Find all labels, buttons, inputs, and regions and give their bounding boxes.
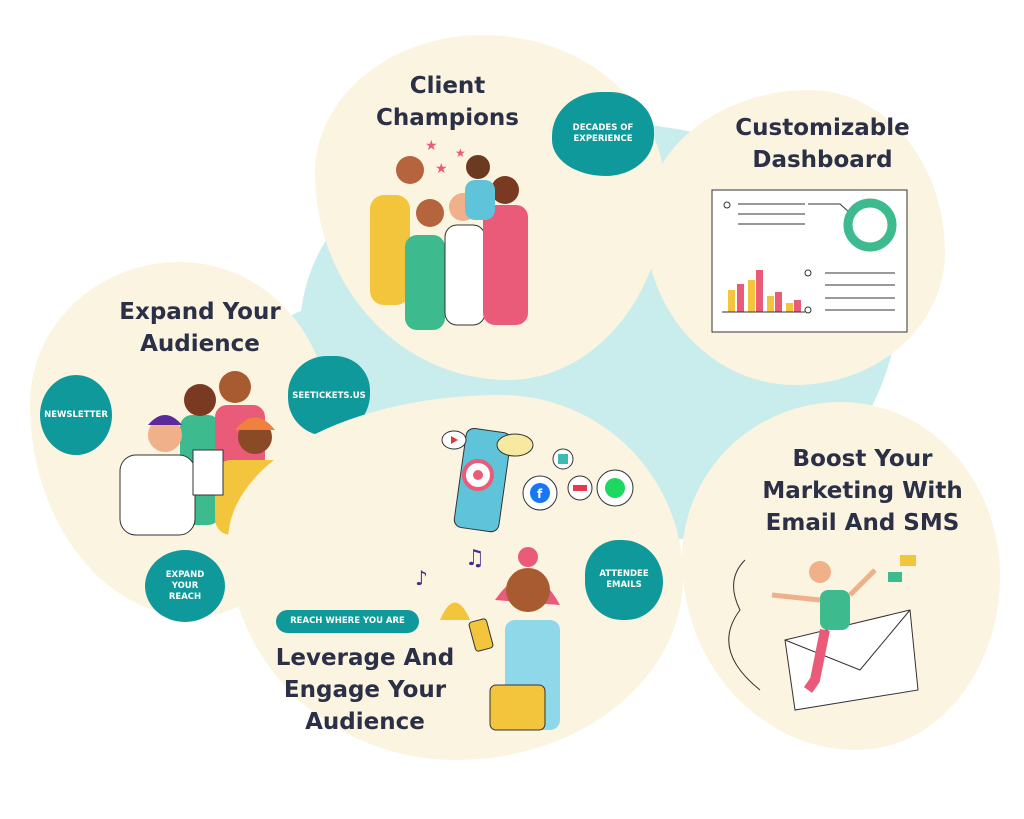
expand-your-reach-badge: EXPAND YOUR REACH (145, 550, 225, 622)
attendee-emails-badge: ATTENDEE EMAILS (585, 540, 663, 620)
badge-label: DECADES OF EXPERIENCE (572, 123, 634, 144)
decades-of-experience-badge: DECADES OF EXPERIENCE (552, 92, 654, 176)
mail-icon (888, 572, 902, 582)
envelope-icon (784, 609, 919, 711)
badge-label: SEETICKETS.US (292, 390, 366, 401)
spotify-icon (605, 478, 625, 498)
newsletter-badge: NEWSLETTER (40, 375, 112, 455)
woman-with-phone-illustration: ♫♪ (415, 546, 560, 731)
title-line: Engage Your (283, 677, 447, 703)
dashboard-illustration (711, 189, 908, 333)
title-line: Audience (305, 709, 425, 735)
star-icon: ★ (425, 138, 438, 154)
leverage-engage-title: Leverage And Engage Your Audience (265, 642, 465, 738)
bell-icon (440, 602, 470, 620)
client-champions-people-illustration: ★ ★ ★ (370, 138, 528, 330)
svg-text:f: f (537, 487, 543, 501)
badge-label: EXPAND YOUR REACH (165, 569, 205, 602)
client-champions-title: Client Champions (360, 70, 535, 134)
reach-where-you-are-badge: REACH WHERE YOU ARE (276, 610, 419, 633)
music-note-icon: ♫ (465, 546, 485, 571)
social-media-phone-illustration: f (441, 427, 634, 533)
badge-label: NEWSLETTER (44, 409, 108, 420)
title-line: Marketing With (762, 478, 963, 504)
boost-marketing-title: Boost Your Marketing With Email And SMS (745, 443, 980, 539)
expand-audience-title: Expand Your Audience (110, 296, 290, 360)
star-icon: ★ (455, 146, 466, 160)
title-line: Boost Your (792, 446, 933, 472)
star-icon: ★ (435, 161, 448, 177)
title-line: Expand Your (119, 299, 281, 325)
title-line: Client (409, 73, 486, 99)
youtube-icon (451, 436, 458, 444)
title-line: Champions (376, 105, 519, 131)
music-note-icon: ♪ (415, 566, 428, 590)
title-line: Audience (140, 331, 260, 357)
mail-icon (900, 555, 916, 566)
badge-label: REACH WHERE YOU ARE (290, 616, 405, 626)
title-line: Dashboard (752, 147, 893, 173)
bar-chart-icon (728, 270, 801, 312)
customizable-dashboard-title: Customizable Dashboard (710, 112, 935, 176)
badge-label: ATTENDEE EMAILS (599, 569, 649, 590)
title-line: Email And SMS (765, 510, 960, 536)
title-line: Leverage And (275, 645, 455, 671)
email-envelope-illustration (728, 555, 919, 711)
facebook-icon (530, 483, 550, 503)
title-line: Customizable (735, 115, 910, 141)
